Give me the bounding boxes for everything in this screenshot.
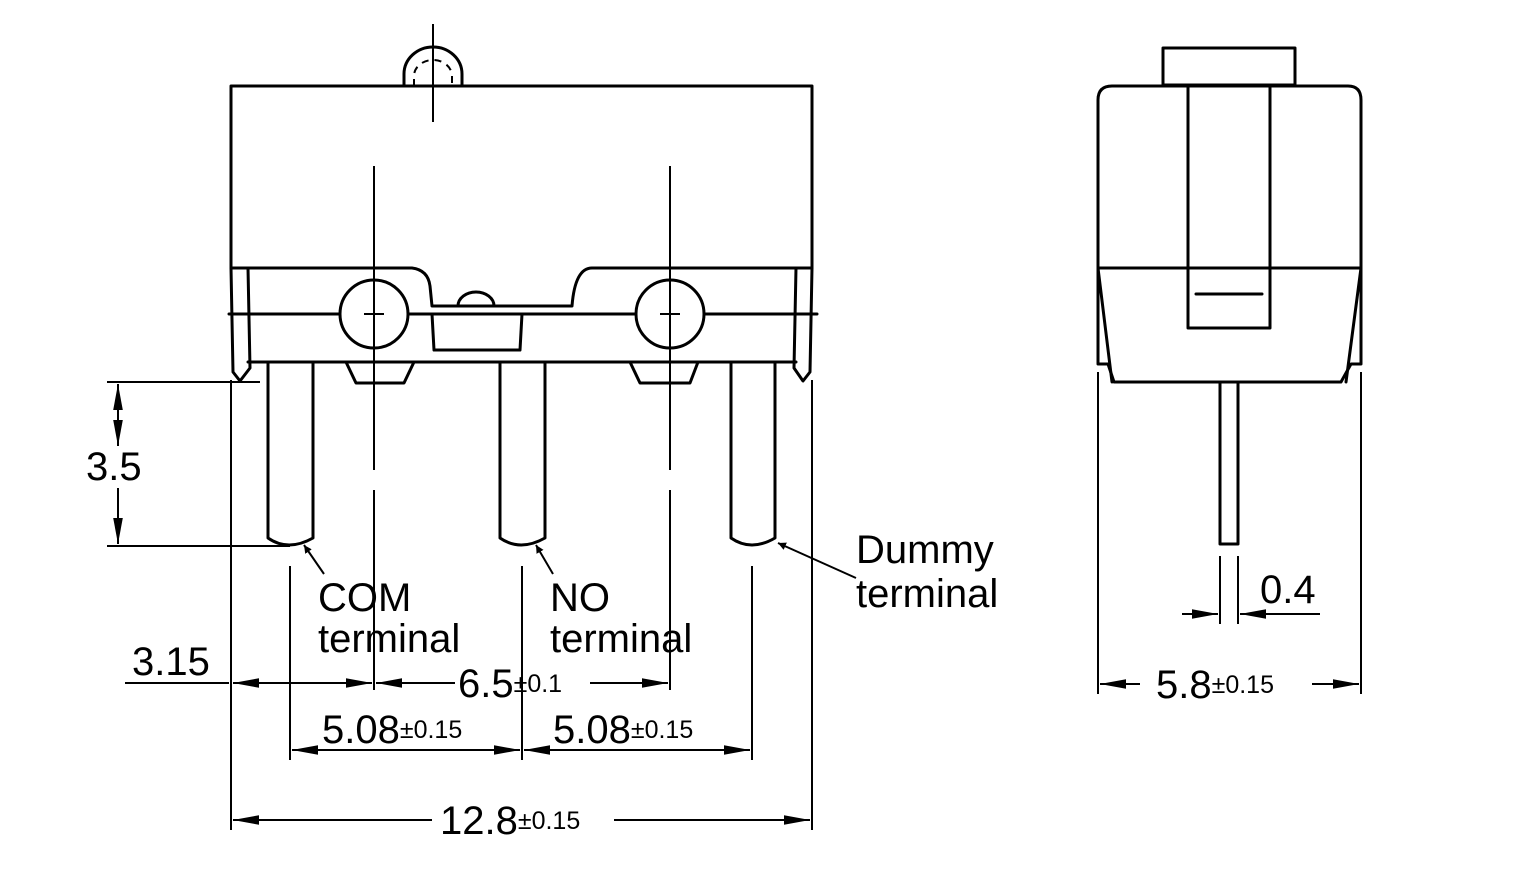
dim-5-8: 5.8±0.15 bbox=[1156, 663, 1274, 707]
housing-upper bbox=[229, 84, 814, 270]
no-boss bbox=[628, 360, 700, 385]
com-leader-arrow bbox=[303, 544, 325, 575]
side-base bbox=[1096, 266, 1363, 384]
com-terminal-pin bbox=[266, 360, 315, 547]
front-text: 3.5 3.15 6.5±0.1 5.08±0.15 5.08±0.15 12.… bbox=[86, 445, 998, 843]
dummy-label-line2: terminal bbox=[856, 572, 998, 616]
front-view bbox=[227, 24, 819, 690]
dummy-leader-arrow bbox=[777, 542, 857, 579]
side-housing-upper bbox=[1096, 84, 1363, 270]
side-dimensions bbox=[1097, 372, 1362, 694]
center-bump bbox=[456, 290, 496, 308]
no-leader-arrow bbox=[535, 544, 554, 575]
no-label-line1: NO bbox=[550, 576, 610, 620]
side-view bbox=[1096, 46, 1363, 546]
no-terminal-pin bbox=[498, 360, 547, 547]
dim-12-8: 12.8±0.15 bbox=[440, 799, 580, 843]
actuator-hidden-line bbox=[413, 59, 453, 86]
no-label-line2: terminal bbox=[550, 617, 692, 661]
side-text: 0.4 5.8±0.15 bbox=[1156, 568, 1316, 707]
center-notch bbox=[430, 312, 524, 352]
dim-3-15: 3.15 bbox=[132, 640, 210, 684]
com-label-line2: terminal bbox=[318, 617, 460, 661]
dummy-terminal-pin bbox=[729, 360, 777, 547]
housing-base bbox=[227, 266, 819, 385]
com-boss bbox=[344, 360, 416, 385]
dim-3-5: 3.5 bbox=[86, 445, 142, 489]
side-slot bbox=[1186, 266, 1272, 330]
dim-0-4: 0.4 bbox=[1260, 568, 1316, 612]
side-terminal-pin bbox=[1218, 380, 1240, 546]
dim-5-08-left: 5.08±0.15 bbox=[322, 708, 462, 752]
front-dimensions bbox=[107, 380, 857, 830]
side-actuator bbox=[1161, 46, 1297, 87]
dummy-label-line1: Dummy bbox=[856, 528, 994, 572]
dim-6-5: 6.5±0.1 bbox=[458, 662, 562, 706]
dim-5-08-right: 5.08±0.15 bbox=[553, 708, 693, 752]
com-label-line1: COM bbox=[318, 576, 411, 620]
